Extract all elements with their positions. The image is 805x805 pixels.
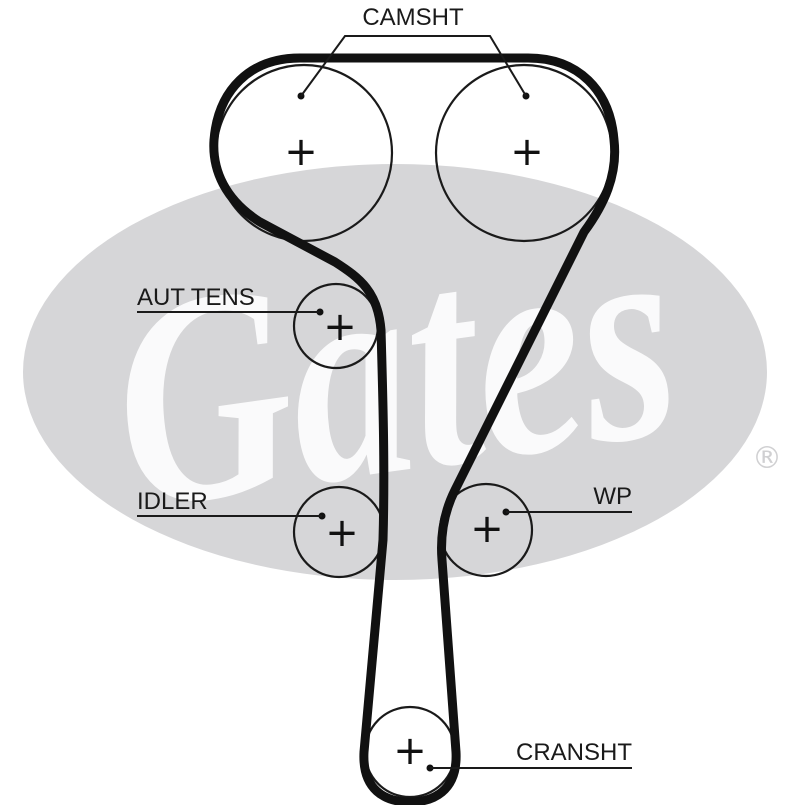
camshaft-right-center-plus: +	[510, 129, 544, 175]
label-wp: WP	[593, 483, 632, 510]
gates-logo-watermark: Gates ®	[23, 164, 782, 580]
logo-ellipse	[23, 164, 767, 580]
label-cranshaft: CRANSHT	[516, 739, 632, 766]
leader-lines	[137, 35, 632, 769]
centre-marks: + + + + + +	[284, 92, 544, 774]
camshaft-leader	[300, 35, 527, 97]
registered-mark: ®	[752, 441, 782, 476]
label-aut-tens: AUT TENS	[137, 284, 255, 311]
logo-text: Gates	[94, 166, 695, 573]
idler-center-plus: +	[325, 510, 359, 556]
camshaft-left-center-plus: +	[284, 129, 318, 175]
timing-belt	[209, 53, 620, 805]
tensioner-center-plus: +	[323, 304, 357, 350]
water-pump-center-plus: +	[470, 506, 504, 552]
label-camshaft: CAMSHT	[362, 4, 464, 31]
labels: CAMSHT AUT TENS IDLER WP CRANSHT	[137, 4, 632, 766]
crankshaft-center-plus: +	[393, 728, 427, 774]
label-idler: IDLER	[137, 488, 208, 515]
